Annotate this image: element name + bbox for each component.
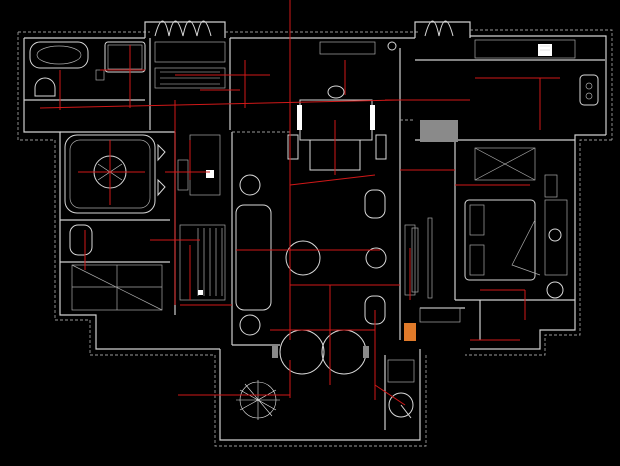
shower-icon bbox=[104, 41, 146, 73]
dining-table-icon bbox=[299, 99, 373, 141]
electrical-circuit bbox=[39, 0, 560, 406]
bed-icon bbox=[464, 199, 536, 281]
plant-icon-top-right bbox=[424, 20, 454, 37]
potted-plant-icon bbox=[236, 380, 280, 420]
living-center bbox=[285, 217, 433, 341]
bathroom-top-left bbox=[29, 41, 226, 97]
outer-walls bbox=[17, 21, 613, 447]
balcony-bottom bbox=[236, 329, 415, 420]
toilet-icon bbox=[34, 77, 56, 97]
gas-cylinder-icon bbox=[404, 323, 416, 341]
sink-icon bbox=[69, 224, 93, 256]
round-table-icon bbox=[285, 240, 321, 276]
stair-bottom-left bbox=[69, 224, 226, 311]
kitchen-top-right bbox=[420, 39, 599, 198]
corridor-left bbox=[235, 174, 272, 336]
bathroom-mid-left bbox=[64, 134, 221, 214]
bedroom-right bbox=[419, 199, 568, 323]
interior-walls bbox=[24, 38, 605, 430]
plant-icon-top-left bbox=[154, 20, 212, 37]
bathtub-icon bbox=[29, 41, 89, 69]
